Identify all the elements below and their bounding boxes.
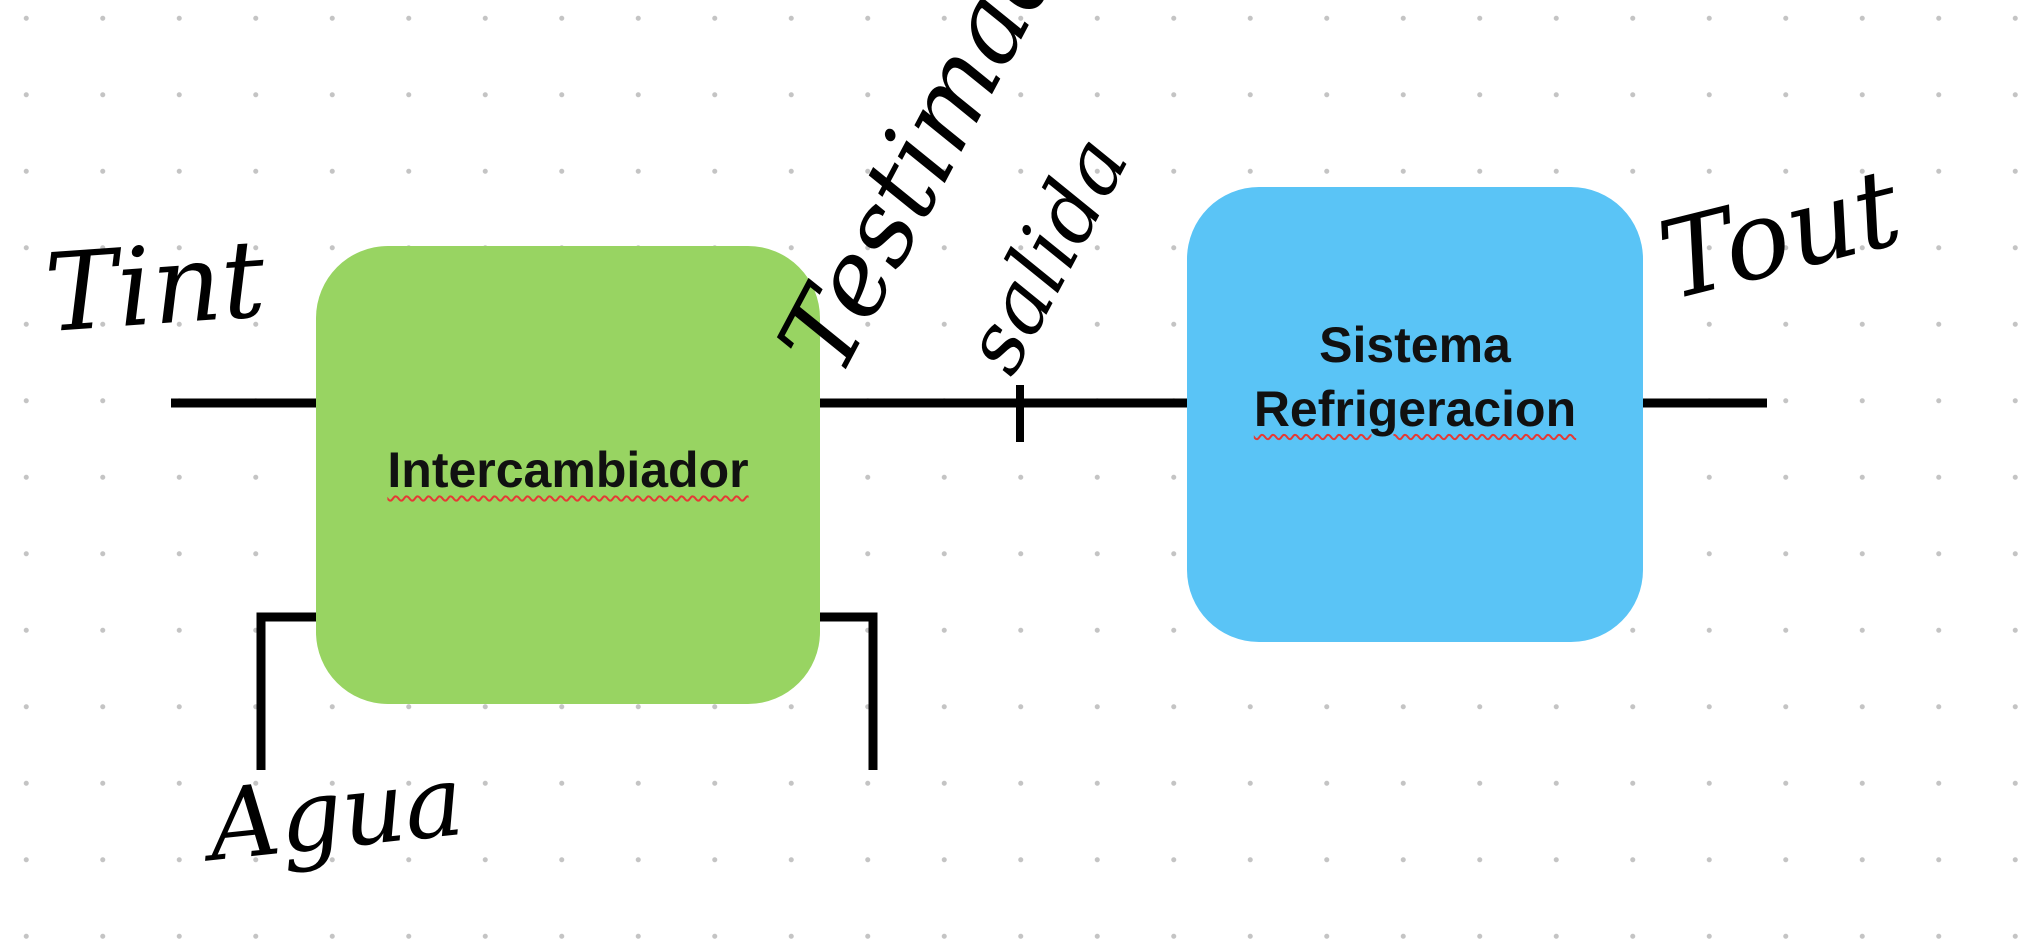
refrigeracion-label-line-2: Refrigeracion — [1253, 380, 1577, 437]
water-outlet-pipe — [818, 612, 878, 770]
intercambiador-block[interactable]: Intercambiador — [316, 246, 820, 704]
tint-annotation: Tint — [41, 216, 270, 357]
intercambiador-label: Intercambiador — [387, 442, 749, 498]
refrigeracion-label-line-1: Sistema — [1319, 316, 1511, 373]
refrigeracion-label: Sistema Refrigeracion — [1254, 313, 1576, 441]
water-inlet-pipe — [256, 612, 318, 770]
refrigeracion-block[interactable]: Sistema Refrigeracion — [1187, 187, 1643, 642]
